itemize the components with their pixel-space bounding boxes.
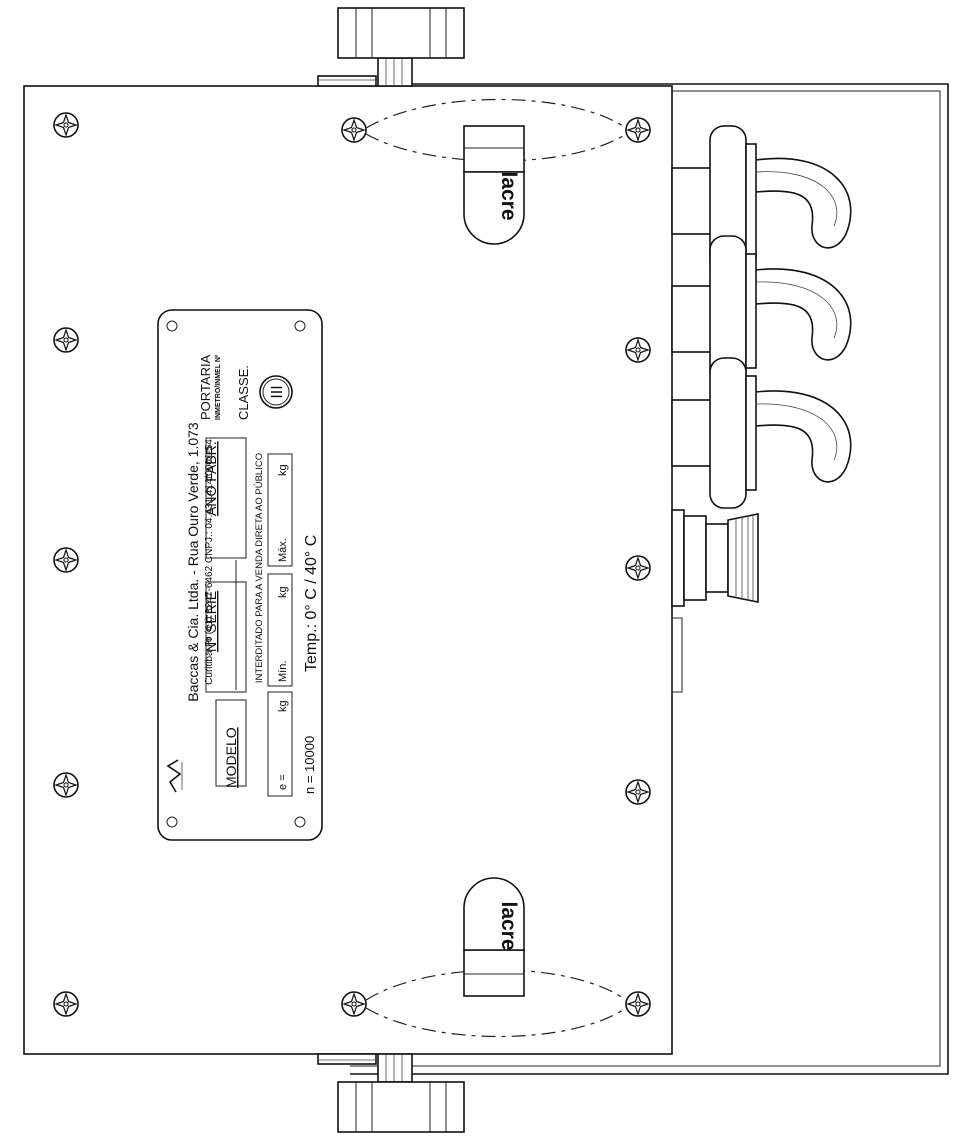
screw-icon <box>625 337 651 363</box>
cable-glands <box>671 125 852 509</box>
max-label: Máx. <box>277 538 289 562</box>
manufacturer-logo <box>166 759 183 793</box>
screw-icon <box>341 991 367 1017</box>
ano-label: ANO FABR. <box>203 441 219 516</box>
modelo-box <box>215 699 247 787</box>
front-panel <box>23 85 673 1055</box>
max-unit: kg <box>277 464 289 476</box>
screw-icon <box>53 327 79 353</box>
seal-label: lacre <box>497 171 520 220</box>
screw-icon <box>625 991 651 1017</box>
company-line: Baccas & Cia. Ltda. - Rua Ouro Verde, 1.… <box>185 422 201 702</box>
classe-value: III <box>269 385 286 398</box>
n-label: n = 10000 <box>302 736 317 794</box>
seal-top: lacre <box>463 125 525 245</box>
serie-box <box>205 581 247 693</box>
screw-icon <box>625 117 651 143</box>
screw-icon <box>53 547 79 573</box>
screw-icon <box>625 555 651 581</box>
screw-icon <box>625 779 651 805</box>
min-box <box>267 573 293 687</box>
min-label: Mín. <box>277 661 289 682</box>
top-mounting-knob <box>317 7 465 87</box>
interditado-text: INTERDITADO PARA A VENDA DIRETA AO PÚBLI… <box>254 453 265 683</box>
screw-icon <box>341 117 367 143</box>
e-box <box>267 691 293 797</box>
cable-gland <box>671 235 852 387</box>
max-box <box>267 453 293 567</box>
seal-label: lacre <box>497 901 520 950</box>
seal-wire-top <box>365 98 627 162</box>
seal-wire-bottom <box>365 969 627 1038</box>
temp-label: Temp.: 0° C / 40° C <box>303 535 320 672</box>
min-unit: kg <box>277 586 289 598</box>
seal-bottom: lacre <box>463 877 525 997</box>
classe-badge <box>259 375 293 409</box>
contact-line: Curitiba-Pr (41) 3247-6462 CNPJ.: 04.431… <box>204 439 215 685</box>
modelo-label: MODELO <box>223 727 239 788</box>
screw-icon <box>53 772 79 798</box>
classe-label: CLASSE. <box>236 365 251 420</box>
cable-gland <box>671 357 852 509</box>
side-slot <box>671 617 683 693</box>
outer-cabinet-outline <box>350 83 949 1075</box>
serie-label: Nº SERIE <box>203 591 219 652</box>
ano-box <box>205 437 247 559</box>
bottom-mounting-knob <box>317 1053 465 1133</box>
portaria-label: PORTARIA <box>198 354 213 420</box>
e-label: e = <box>277 774 289 790</box>
inmetro-label: INMETRO/INMEL Nº <box>215 354 222 420</box>
screw-icon <box>53 112 79 138</box>
cable-gland <box>671 125 852 277</box>
e-unit: kg <box>277 700 289 712</box>
screw-icon <box>53 991 79 1017</box>
nameplate: Baccas & Cia. Ltda. - Rua Ouro Verde, 1.… <box>157 309 323 841</box>
power-connector <box>671 509 759 607</box>
